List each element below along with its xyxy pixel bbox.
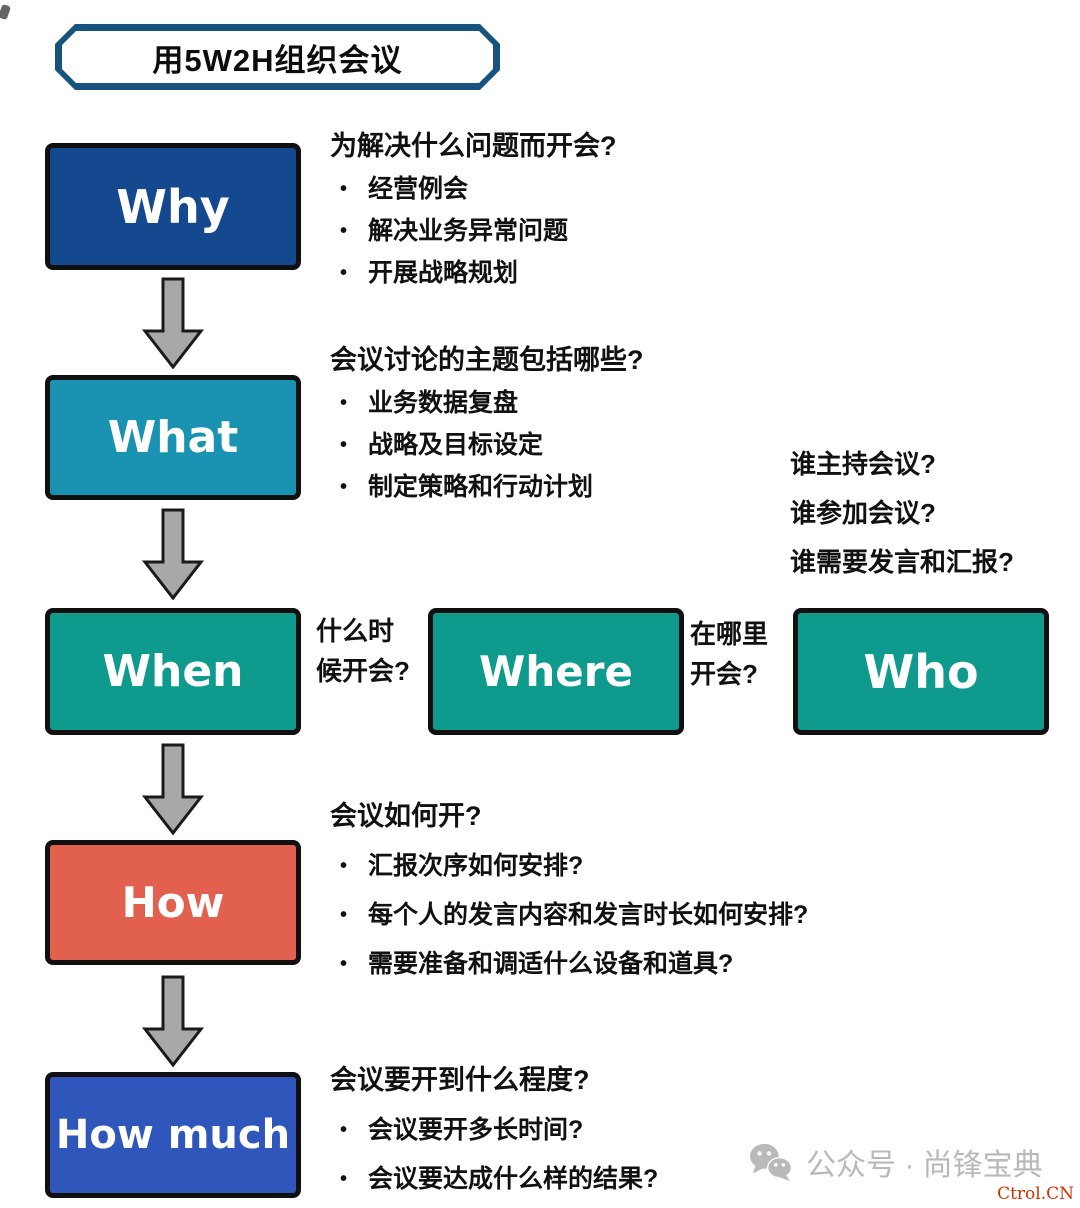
box-how-label: How: [121, 878, 225, 927]
bullet-icon: •: [340, 392, 348, 415]
how-bullet-text: 需要准备和调适什么设备和道具?: [368, 950, 734, 979]
how-bullet-item: • 需要准备和调适什么设备和道具?: [330, 949, 990, 979]
box-where-label: Where: [479, 647, 633, 696]
why-note: 为解决什么问题而开会? • 经营例会 • 解决业务异常问题 • 开展战略规划: [330, 130, 950, 288]
arrow-down-icon: [141, 277, 205, 369]
arrow-down-icon: [141, 508, 205, 600]
how-much-note-heading: 会议要开到什么程度?: [330, 1065, 590, 1095]
box-when: When: [45, 608, 301, 735]
bullet-icon: •: [340, 904, 348, 927]
what-bullet-item: • 战略及目标设定: [330, 430, 950, 460]
arrow-down-icon: [141, 975, 205, 1067]
title-banner: 用5W2H组织会议: [55, 24, 500, 90]
how-much-bullet-item: • 会议要达成什么样的结果?: [330, 1164, 990, 1194]
why-bullet-text: 经营例会: [368, 175, 469, 204]
bullet-icon: •: [340, 178, 348, 201]
how-much-bullet-item: • 会议要开多长时间?: [330, 1115, 990, 1145]
who-question: 谁主持会议?: [790, 449, 936, 479]
how-bullet-text: 汇报次序如何安排?: [368, 852, 584, 881]
why-note-heading: 为解决什么问题而开会?: [330, 131, 617, 161]
box-where: Where: [428, 608, 684, 735]
who-questions: 谁主持会议? 谁参加会议? 谁需要发言和汇报?: [790, 450, 1080, 576]
box-who-label: Who: [863, 644, 979, 699]
bullet-icon: •: [340, 220, 348, 243]
why-bullet-item: • 解决业务异常问题: [330, 216, 950, 246]
arrow-down-icon: [141, 743, 205, 835]
box-how-much: How much: [45, 1072, 301, 1198]
box-when-label: When: [102, 646, 244, 697]
who-question: 谁参加会议?: [790, 498, 936, 528]
how-much-bullet-text: 会议要达成什么样的结果?: [368, 1165, 659, 1194]
what-note: 会议讨论的主题包括哪些? • 业务数据复盘 • 战略及目标设定 • 制定策略和行…: [330, 344, 950, 502]
box-what-label: What: [107, 412, 239, 463]
wechat-icon: [750, 1143, 793, 1182]
bullet-icon: •: [340, 855, 348, 878]
bullet-icon: •: [340, 1119, 348, 1142]
why-bullet-text: 开展战略规划: [368, 259, 519, 288]
watermark: 公众号 · 尚锋宝典: [748, 1140, 1043, 1184]
corner-artifact: [0, 3, 12, 21]
bullet-icon: •: [340, 953, 348, 976]
when-question-label: 什么时 候开会?: [316, 616, 410, 686]
what-bullet-item: • 制定策略和行动计划: [330, 472, 950, 502]
who-question: 谁需要发言和汇报?: [790, 547, 1014, 577]
how-note: 会议如何开? • 汇报次序如何安排? • 每个人的发言内容和发言时长如何安排? …: [330, 800, 990, 979]
why-bullet-item: • 经营例会: [330, 174, 950, 204]
diagram-title: 用5W2H组织会议: [62, 31, 493, 83]
how-much-note: 会议要开到什么程度? • 会议要开多长时间? • 会议要达成什么样的结果?: [330, 1064, 990, 1194]
what-bullet-text: 业务数据复盘: [368, 389, 519, 418]
box-what: What: [45, 375, 301, 500]
what-bullet-text: 战略及目标设定: [368, 431, 544, 460]
how-note-heading: 会议如何开?: [330, 801, 482, 831]
watermark-label: 公众号 · 尚锋宝典: [806, 1149, 1043, 1182]
how-bullet-item: • 汇报次序如何安排?: [330, 851, 990, 881]
what-note-heading: 会议讨论的主题包括哪些?: [330, 345, 644, 375]
bullet-icon: •: [340, 476, 348, 499]
what-bullet-text: 制定策略和行动计划: [368, 473, 594, 502]
how-much-bullet-text: 会议要开多长时间?: [368, 1116, 584, 1145]
box-why-label: Why: [116, 179, 230, 234]
how-bullet-text: 每个人的发言内容和发言时长如何安排?: [368, 901, 809, 930]
bullet-icon: •: [340, 1168, 348, 1191]
box-who: Who: [793, 608, 1049, 735]
site-credit: Ctrol.CN: [997, 1184, 1074, 1204]
box-how: How: [45, 840, 301, 965]
why-bullet-text: 解决业务异常问题: [368, 217, 569, 246]
why-bullet-item: • 开展战略规划: [330, 258, 950, 288]
bullet-icon: •: [340, 262, 348, 285]
box-why: Why: [45, 143, 301, 270]
bullet-icon: •: [340, 434, 348, 457]
what-bullet-item: • 业务数据复盘: [330, 388, 950, 418]
how-bullet-item: • 每个人的发言内容和发言时长如何安排?: [330, 900, 990, 930]
where-question-label: 在哪里 开会?: [690, 619, 769, 689]
box-how-much-label: How much: [55, 1112, 291, 1158]
